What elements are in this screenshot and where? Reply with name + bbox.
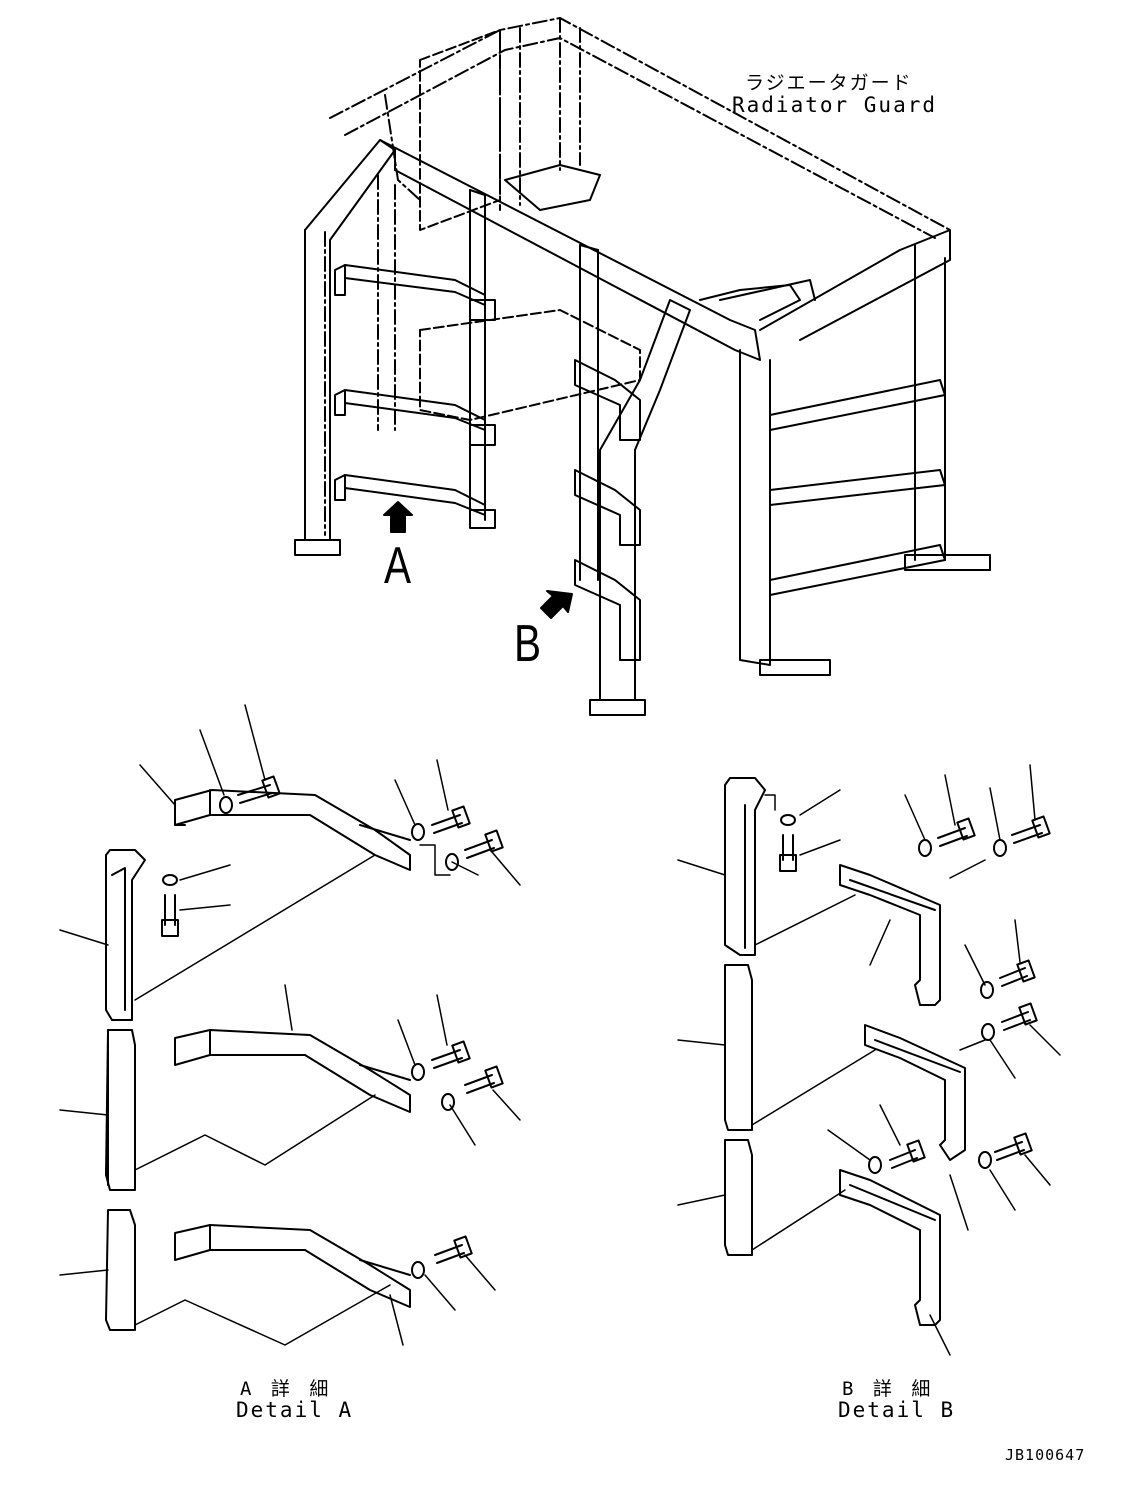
view-arrow-a	[383, 501, 413, 533]
step-a-2	[344, 389, 486, 431]
title-english: Radiator Guard	[732, 93, 938, 117]
frame-right-front-post	[739, 349, 771, 666]
detail-b-label-japanese: B 詳 細	[842, 1378, 935, 1400]
step-a-3	[344, 474, 486, 516]
radiator-guard-frame	[294, 17, 991, 716]
frame-right-rear-post	[914, 244, 946, 561]
detail-a-exploded-view	[59, 704, 521, 1346]
detail-a-step-2	[174, 1029, 411, 1113]
detail-b-middle-stringer	[724, 964, 753, 1131]
step-b-3	[574, 559, 641, 661]
detail-a-step-3	[174, 1224, 411, 1308]
detail-b-step-3	[839, 1169, 941, 1326]
side-guard-bar-3	[769, 544, 946, 596]
side-guard-bar-2	[769, 469, 946, 506]
detail-b-label-english: Detail B	[838, 1398, 956, 1422]
step-ladder-b	[574, 244, 641, 661]
detail-a-label-japanese: A 詳 細	[240, 1378, 333, 1400]
detail-a-fasteners	[161, 775, 504, 1279]
view-arrow-b	[540, 590, 573, 619]
title-japanese: ラジエータガード	[745, 72, 913, 94]
detail-a-leader-lines	[59, 704, 521, 1346]
detail-a-lower-stringer	[105, 1209, 136, 1331]
detail-b-step-2	[864, 1024, 966, 1161]
detail-b-exploded-view	[677, 764, 1061, 1356]
frame-left-rear-post	[304, 229, 326, 541]
detail-b-step-1	[839, 864, 941, 1006]
step-b-2	[574, 469, 641, 546]
detail-b-fasteners	[779, 814, 1051, 1174]
detail-b-upper-stringer	[724, 777, 766, 956]
frame-front-beam	[379, 139, 761, 361]
side-guard-bar-1	[769, 379, 946, 431]
drawing-number: JB100647	[1005, 1446, 1086, 1464]
detail-a-middle-stringer	[105, 1029, 136, 1191]
step-ladder-a	[334, 189, 496, 529]
step-b-1	[574, 359, 641, 441]
view-label-b: B	[514, 615, 542, 673]
detail-b-lower-stringer	[724, 1139, 753, 1256]
step-a-1	[344, 264, 486, 306]
detail-a-label-english: Detail A	[236, 1398, 354, 1422]
detail-a-upper-stringer	[105, 849, 146, 1021]
detail-b-leader-lines	[677, 764, 1061, 1356]
frame-top-rear	[329, 17, 951, 231]
view-label-a: A	[384, 537, 412, 595]
